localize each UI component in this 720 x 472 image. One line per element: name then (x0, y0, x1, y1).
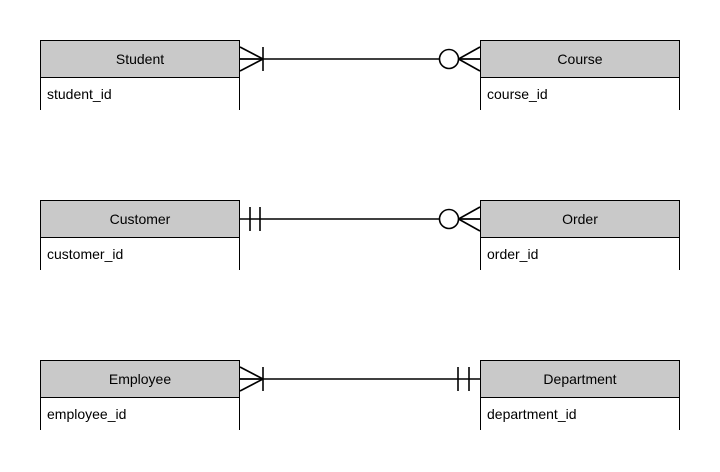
cardinality-symbol-course-zero-or-many (438, 46, 481, 72)
entity-name-employee: Employee (108, 371, 172, 387)
cardinality-symbol-order-zero-or-many (438, 206, 481, 232)
cardinality-symbol-student-one-or-many (239, 46, 264, 72)
entity-body-department: department_id (481, 398, 679, 430)
entity-body-course: course_id (481, 78, 679, 110)
entity-box-department[interactable]: Department department_id (480, 360, 680, 430)
entity-attribute-customer-id: customer_id (47, 246, 124, 262)
entity-header-student: Student (41, 41, 239, 78)
entity-box-order[interactable]: Order order_id (480, 200, 680, 270)
cardinality-symbol-customer-exactly-one (249, 207, 261, 231)
entity-attribute-course-id: course_id (487, 86, 548, 102)
entity-name-course: Course (557, 51, 603, 67)
entity-header-customer: Customer (41, 201, 239, 238)
entity-name-department: Department (543, 371, 617, 387)
entity-box-customer[interactable]: Customer customer_id (40, 200, 240, 270)
entity-attribute-employee-id: employee_id (47, 406, 127, 422)
entity-body-order: order_id (481, 238, 679, 270)
cardinality-symbol-department-exactly-one (457, 367, 470, 391)
entity-body-employee: employee_id (41, 398, 239, 430)
entity-attribute-student-id: student_id (47, 86, 112, 102)
entity-name-student: Student (115, 51, 165, 67)
entity-box-student[interactable]: Student student_id (40, 40, 240, 110)
entity-box-course[interactable]: Course course_id (480, 40, 680, 110)
entity-body-student: student_id (41, 78, 239, 110)
entity-body-customer: customer_id (41, 238, 239, 270)
entity-header-course: Course (481, 41, 679, 78)
entity-header-department: Department (481, 361, 679, 398)
entity-header-order: Order (481, 201, 679, 238)
entity-box-employee[interactable]: Employee employee_id (40, 360, 240, 430)
entity-attribute-order-id: order_id (487, 246, 539, 262)
cardinality-symbol-employee-one-or-many (239, 366, 264, 392)
entity-name-order: Order (562, 211, 598, 227)
entity-name-customer: Customer (109, 211, 171, 227)
entity-attribute-department-id: department_id (487, 406, 577, 422)
entity-header-employee: Employee (41, 361, 239, 398)
